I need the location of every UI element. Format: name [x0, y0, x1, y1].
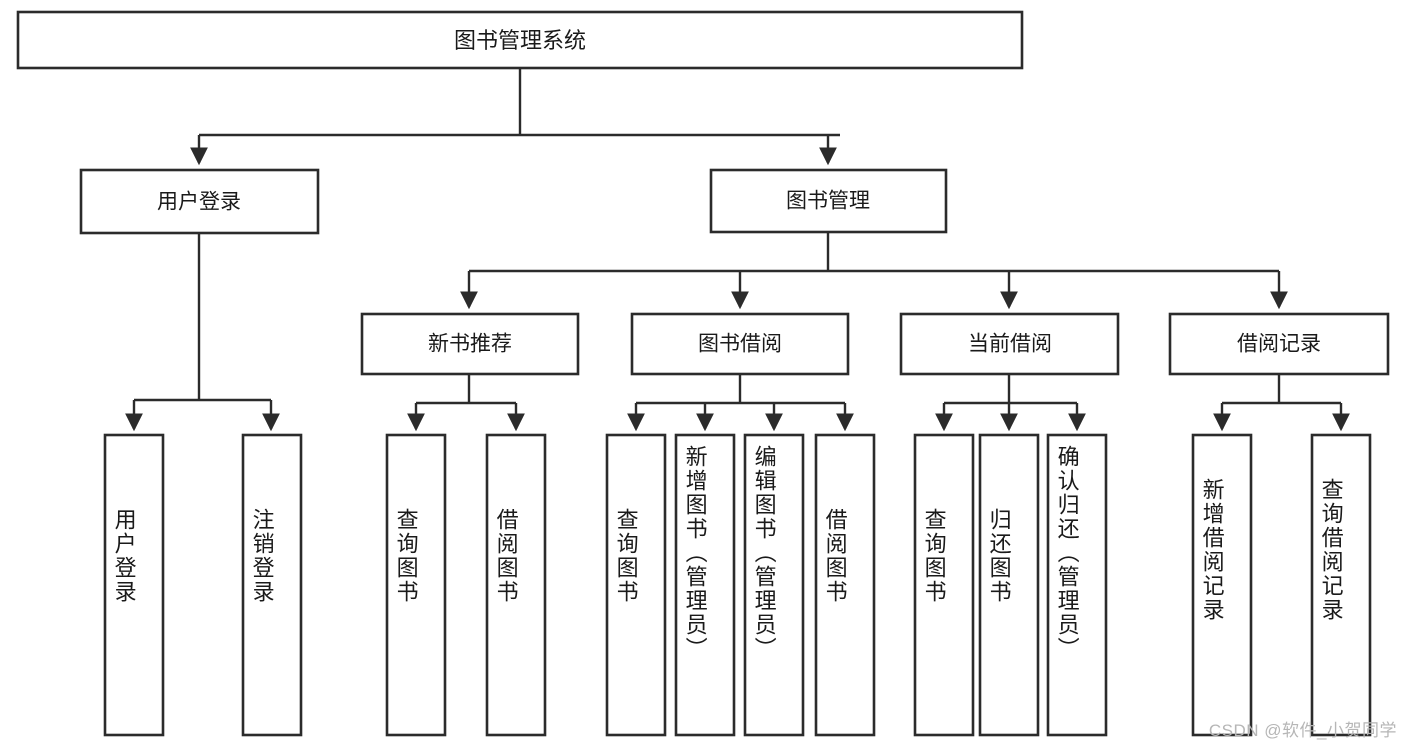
- node-user-login-label: 用户登录: [157, 191, 241, 214]
- node-book-management[interactable]: 图书管理: [709, 168, 948, 234]
- leaf-bookborrow-edit[interactable]: [743, 433, 805, 737]
- edge-bookborrow-to-leaves: [627, 374, 854, 432]
- watermark: CSDN @软件_小贺同学: [1208, 721, 1397, 740]
- edge-userlogin-to-leaves: [125, 233, 280, 432]
- leaf-borrowrecord-query[interactable]: [1310, 433, 1372, 737]
- leaf-bookborrow-borrow[interactable]: [814, 433, 876, 737]
- leaf-currentborrow-query[interactable]: [913, 433, 975, 737]
- leaf-user-login-login[interactable]: [103, 433, 165, 737]
- leaf-currentborrow-confirm[interactable]: [1046, 433, 1108, 737]
- node-new-book-recommend[interactable]: 新书推荐: [360, 312, 580, 376]
- edge-borrowrecord-to-leaves: [1213, 374, 1350, 432]
- edge-currentborrow-to-leaves: [935, 374, 1086, 432]
- edge-newbook-to-leaves: [407, 374, 525, 432]
- leaf-bookborrow-add[interactable]: [674, 433, 736, 737]
- leaf-newbook-query[interactable]: [385, 433, 447, 737]
- leaf-borrowrecord-add[interactable]: [1191, 433, 1253, 737]
- node-current-borrow-label: 当前借阅: [968, 333, 1052, 356]
- node-borrow-record[interactable]: 借阅记录: [1168, 312, 1390, 376]
- node-book-management-label: 图书管理: [786, 190, 870, 213]
- node-current-borrow[interactable]: 当前借阅: [899, 312, 1120, 376]
- leaf-currentborrow-return[interactable]: [978, 433, 1040, 737]
- edge-bookmgmt-to-level3: [460, 232, 1288, 310]
- node-borrow-record-label: 借阅记录: [1237, 333, 1321, 356]
- node-user-login[interactable]: 用户登录: [79, 168, 320, 235]
- node-root-label: 图书管理系统: [454, 28, 586, 53]
- edge-root-to-level2: [190, 68, 840, 166]
- leaf-newbook-borrow[interactable]: [485, 433, 547, 737]
- leaf-bookborrow-query[interactable]: [605, 433, 667, 737]
- node-book-borrow[interactable]: 图书借阅: [630, 312, 850, 376]
- node-new-book-recommend-label: 新书推荐: [428, 333, 512, 356]
- node-book-borrow-label: 图书借阅: [698, 333, 782, 356]
- node-root[interactable]: 图书管理系统: [16, 10, 1024, 70]
- leaf-user-login-logout[interactable]: [241, 433, 303, 737]
